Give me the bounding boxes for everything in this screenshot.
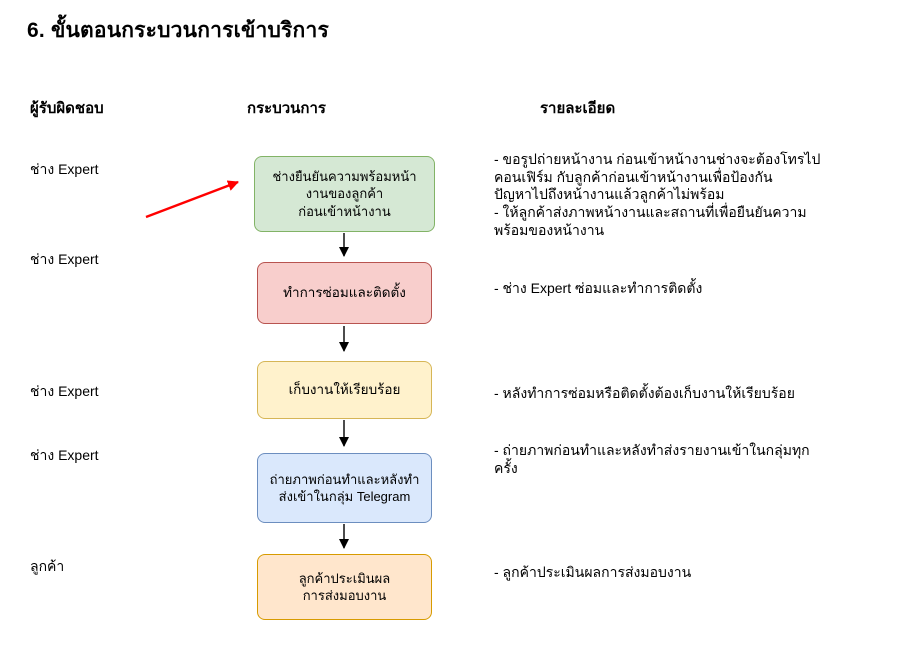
- flow-step-label-5: ลูกค้าประเมินผล การส่งมอบงาน: [298, 570, 391, 603]
- column-header-responsible: ผู้รับผิดชอบ: [30, 100, 104, 117]
- responsible-label-1: ช่าง Expert: [30, 161, 99, 177]
- highlight-arrow-red: [145, 180, 239, 219]
- responsible-label-2: ช่าง Expert: [30, 251, 99, 267]
- page-title: 6. ขั้นตอนกระบวนการเข้าบริการ: [27, 19, 329, 42]
- details-text-3: - หลังทำการซ่อมหรือติดตั้งต้องเก็บงานให้…: [494, 385, 795, 401]
- column-header-details: รายละเอียด: [540, 100, 616, 117]
- flow-step-cleanup-work: เก็บงานให้เรียบร้อย: [257, 361, 432, 419]
- responsible-label-3: ช่าง Expert: [30, 383, 99, 399]
- details-text-2: - ช่าง Expert ซ่อมและทำการติดตั้ง: [494, 280, 703, 296]
- details-text-1: - ขอรูปถ่ายหน้างาน ก่อนเข้าหน้างานช่างจะ…: [494, 151, 821, 238]
- responsible-label-5: ลูกค้า: [30, 558, 65, 574]
- flow-step-label-4: ถ่ายภาพก่อนทำและหลังทำ ส่งเข้าในกลุ่ม Te…: [269, 471, 420, 504]
- flow-step-confirm-site-readiness: ช่างยืนยันความพร้อมหน้า งานของลูกค้า ก่อ…: [254, 156, 435, 232]
- flow-step-label-2: ทำการซ่อมและติดตั้ง: [283, 285, 406, 301]
- flow-step-label-3: เก็บงานให้เรียบร้อย: [288, 382, 401, 398]
- column-header-process: กระบวนการ: [247, 100, 326, 117]
- flow-step-repair-install: ทำการซ่อมและติดตั้ง: [257, 262, 432, 324]
- details-text-4: - ถ่ายภาพก่อนทำและหลังทำส่งรายงานเข้าในก…: [494, 442, 810, 476]
- flow-step-photo-telegram: ถ่ายภาพก่อนทำและหลังทำ ส่งเข้าในกลุ่ม Te…: [257, 453, 432, 523]
- flow-step-customer-evaluation: ลูกค้าประเมินผล การส่งมอบงาน: [257, 554, 432, 620]
- flow-step-label-1: ช่างยืนยันความพร้อมหน้า งานของลูกค้า ก่อ…: [272, 169, 417, 219]
- details-text-5: - ลูกค้าประเมินผลการส่งมอบงาน: [494, 564, 692, 580]
- responsible-label-4: ช่าง Expert: [30, 447, 99, 463]
